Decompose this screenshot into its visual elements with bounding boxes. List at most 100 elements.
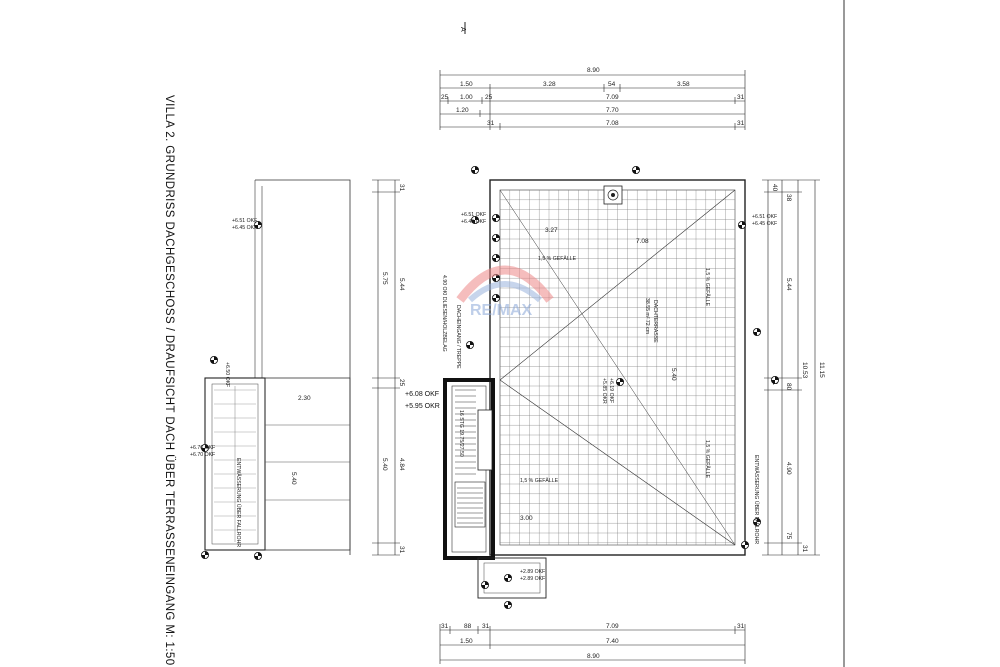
level-label: +6.70 OKF: [190, 452, 215, 458]
watermark-logo: RE/MAX: [456, 265, 554, 319]
dim-label: 3.58: [677, 81, 690, 88]
dim-label: 31: [441, 623, 449, 630]
dim-label: 7.40: [606, 638, 619, 645]
dim-label: 7.09: [606, 623, 619, 630]
slope-annotation: 1,5 % GEFÄLLE: [538, 255, 577, 262]
stair-housing: [443, 378, 495, 560]
tile-grid: [499, 189, 735, 545]
stair-annotation: 16 STG 19.75/27.50: [458, 410, 464, 457]
level-marker-icon: [200, 443, 209, 452]
bottom-dim-labels: 31 88 31 7.09 31 1.50 7.40 8.90: [441, 623, 745, 660]
entrance-box: [477, 557, 547, 599]
level-marker-icon: [470, 165, 479, 174]
top-dimensions: [439, 70, 746, 130]
dim-label: 25: [485, 94, 493, 101]
rooftop-vent: [603, 185, 623, 205]
side-note: ENTWÄSSERUNG ÜBER FALLROHR: [235, 458, 242, 547]
dim-label: 31: [737, 120, 745, 127]
level-marker-icon: [771, 375, 780, 384]
stair-level-okf: +6.08 OKF: [405, 391, 439, 398]
dim-label: 40: [771, 184, 778, 192]
dim-label: 5.44: [785, 278, 792, 291]
bottom-dimensions: [439, 624, 746, 664]
entry-grid: [214, 386, 256, 542]
level-marker-icon: [465, 340, 474, 349]
dim-label: 80: [785, 383, 792, 391]
dim-label: 5.40: [290, 472, 297, 485]
level-marker-icon: [503, 574, 512, 583]
dim-label: 88: [464, 623, 472, 630]
level-label: +6.51 OKF: [752, 214, 777, 220]
dim-label: 5.40: [381, 458, 388, 471]
dim-right-total: 11.15: [818, 362, 825, 378]
level-label: +2.89 OKF: [520, 569, 545, 575]
dim-label: 7.08: [636, 238, 649, 245]
dim-label: 1.20: [456, 107, 469, 114]
level-marker-icon: [470, 215, 479, 224]
slope-annotation: 1,5 % GEFÄLLE: [704, 268, 711, 307]
dim-label: 4.90: [785, 462, 792, 475]
dim-label: 75: [785, 532, 792, 540]
level-marker-icon: [753, 327, 762, 336]
dim-label: 5.44: [398, 278, 405, 291]
level-marker-icon: [616, 377, 625, 386]
level-label: +6.45 OKF: [232, 225, 257, 231]
dim-label: 3.27: [545, 227, 558, 234]
diagonal: [499, 189, 736, 546]
top-dim-labels: 8.90 1.50 3.28 54 3.58 25 1.00 25 7.09 3…: [441, 67, 745, 127]
level-markers: [200, 165, 780, 610]
dim-label: 1.50: [460, 81, 473, 88]
level-marker-icon: [491, 233, 500, 242]
level-marker-icon: [253, 552, 262, 561]
dim-label: 7.70: [606, 107, 619, 114]
dim-label: 31: [487, 120, 495, 127]
level-marker-icon: [753, 518, 762, 527]
right-dimensions: [762, 179, 820, 556]
drawing-title-group: VILLA 2. GRUNDRISS DACHGESCHOSS / DRAUFS…: [163, 95, 175, 666]
dim-label: 7.08: [606, 120, 619, 127]
dim-label: 2.30: [298, 395, 311, 402]
dim-label: 1.50: [460, 638, 473, 645]
dim-label: 7.09: [606, 94, 619, 101]
diagonal: [499, 189, 736, 381]
dim-label: 31: [737, 94, 745, 101]
level-label: +6.45 OKF: [752, 221, 777, 227]
dim-label: 3.00: [520, 515, 533, 522]
dim-label: 31: [801, 545, 808, 553]
room-area-dacheingang: 4.90 OKI DLIESEN/HOLZBELAG: [441, 275, 447, 352]
level-marker-icon: [491, 293, 500, 302]
terrace-entry: [204, 179, 351, 555]
level-marker-icon: [200, 551, 209, 560]
dim-label: 54: [608, 81, 616, 88]
level-marker-icon: [632, 165, 641, 174]
dim-label: 25: [398, 379, 405, 387]
level-marker-icon: [491, 253, 500, 262]
dim-label: 10.53: [801, 362, 808, 379]
level-label: +6.45 OKF: [461, 219, 486, 225]
stair-steps: [455, 389, 483, 524]
room-annotations: DACHTERRASSE 38.55 m² 72 cm DACHEINGANG …: [235, 227, 760, 547]
level-labels: +6.51 OKF +6.45 OKF +6.51 OKF +6.45 OKF …: [190, 212, 777, 582]
level-label: +2.89 OKF: [520, 576, 545, 582]
room-name-dachterrasse: DACHTERRASSE: [652, 300, 658, 343]
room-name-dacheingang: DACHEINGANG / TREPPE: [455, 305, 461, 369]
dim-label: 5.75: [381, 272, 388, 285]
level-label: +6.51 OKF: [232, 218, 257, 224]
dim-label: 38: [785, 194, 792, 202]
level-label: +6.51 OKF: [461, 212, 486, 218]
dim-bottom-total: 8.90: [587, 653, 600, 660]
level-marker-icon: [741, 541, 750, 550]
side-note: ENTWÄSSERUNG ÜBER FALLROHR: [753, 455, 760, 544]
level-marker-icon: [480, 581, 489, 590]
dim-top-total: 8.90: [587, 67, 600, 74]
level-label: +6.19 OKF: [608, 378, 614, 403]
watermark-text: RE/MAX: [470, 302, 533, 319]
slope-annotation: 1,5 % GEFÄLLE: [704, 440, 711, 479]
level-label: +6.76 OKF: [190, 445, 215, 451]
dim-label: 5.40: [670, 368, 677, 381]
dim-label: 31: [398, 546, 405, 554]
diagonal: [499, 379, 736, 546]
drawing-title: VILLA 2. GRUNDRISS DACHGESCHOSS / DRAUFS…: [163, 95, 175, 666]
level-marker-icon: [209, 355, 218, 364]
